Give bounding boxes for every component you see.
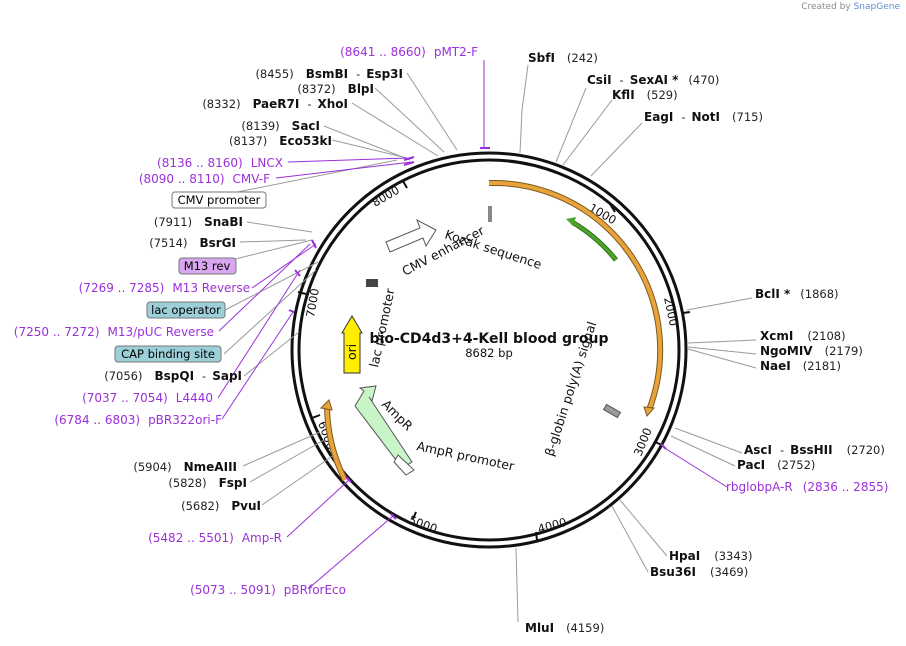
primer-amp-r: (5482 .. 5501)Amp-R — [148, 531, 282, 545]
primer-l4440: (7037 .. 7054)L4440 — [82, 391, 213, 405]
enzyme-csii-sexai: CsiI-SexAI *(470) — [587, 73, 719, 87]
cmv-promoter-label: CMV promoter — [178, 193, 261, 207]
enzyme-connectors — [207, 64, 757, 623]
enzyme-asci-bsshii: AscI-BssHII(2720) — [744, 443, 885, 457]
cmv-enhancer-arrow — [385, 218, 437, 253]
enzyme-bsu36i: Bsu36I(3469) — [650, 565, 748, 579]
enzyme-fspi: (5828)FspI — [168, 476, 247, 490]
tick-2000: 2000 — [661, 296, 681, 328]
credit-prefix: Created by — [801, 2, 851, 12]
enzyme-saci: (8139)SacI — [241, 119, 320, 133]
enzyme-bspqi-sapi: (7056)BspQI-SapI — [104, 369, 242, 383]
green-feature — [571, 220, 618, 261]
tick-3000: 3000 — [631, 426, 655, 458]
primer-lncx: (8136 .. 8160)LNCX — [157, 156, 283, 170]
primer-connectors — [217, 60, 728, 590]
primer-m13-puc-reverse: (7250 .. 7272)M13/pUC Reverse — [14, 325, 214, 339]
primer-pbrforeco: (5073 .. 5091)pBRforEco — [190, 583, 346, 597]
cmv-promoter-box — [171, 191, 267, 209]
enzyme-sbfi: SbfI(242) — [528, 51, 598, 65]
enzyme-snabi: (7911)SnaBI — [154, 215, 243, 229]
lac-promoter-label: lac promoter — [366, 286, 397, 368]
primer-pmt2-f: (8641 .. 8660)pMT2-F — [340, 45, 478, 59]
plasmid-name: bio-CD4d3+4-Kell blood group — [370, 331, 609, 347]
primer-rbglobpa-r: rbglobpA-R(2836 .. 2855) — [726, 480, 888, 494]
orf-arrowhead — [643, 406, 656, 417]
ori-label: ori — [344, 344, 359, 360]
m13-rev-label: M13 rev — [184, 259, 231, 273]
cap-binding-site-box — [114, 345, 222, 363]
snapgene-logo: SnapGene — [853, 2, 900, 12]
primer-pbr322ori-f: (6784 .. 6803)pBR322ori-F — [54, 413, 222, 427]
tick-8000: 8000 — [370, 183, 402, 210]
green-arrowhead — [566, 217, 576, 226]
plasmid-length: 8682 bp — [465, 346, 513, 360]
enzyme-pvui: (5682)PvuI — [181, 499, 261, 513]
enzyme-bsrgi: (7514)BsrGI — [149, 236, 236, 250]
backbone-outer — [290, 151, 688, 549]
lac-operator-box — [146, 301, 226, 319]
enzyme-naei: NaeI(2181) — [760, 359, 841, 373]
enzyme-paer7i-xhoi: (8332)PaeR7I-XhoI — [202, 97, 348, 111]
enzyme-nmeaiii: (5904)NmeAIII — [133, 460, 237, 474]
ampr-promoter-box — [393, 454, 415, 476]
kozak-mark — [488, 206, 492, 222]
orf-arc2 — [325, 404, 347, 481]
enzyme-mlui: MluI(4159) — [525, 621, 604, 635]
cap-binding-site-label: CAP binding site — [121, 347, 215, 361]
m13-rev-box — [178, 257, 237, 275]
tick-7000: 7000 — [303, 287, 322, 318]
snapgene-credit: Created by SnapGene — [801, 2, 900, 12]
primer-marks — [288, 147, 667, 520]
enzyme-kfli: KflI(529) — [612, 88, 678, 102]
enzyme-hpai: HpaI(3343) — [669, 549, 752, 563]
lac-operator-mark — [366, 279, 378, 287]
enzyme-blpi: (8372)BlpI — [297, 82, 374, 96]
backbone-inner — [297, 158, 681, 542]
lac-operator-label: lac operator — [151, 303, 221, 317]
primer-cmv-f: (8090 .. 8110)CMV-F — [139, 172, 270, 186]
primer-m13-reverse: (7269 .. 7285)M13 Reverse — [79, 281, 250, 295]
enzyme-bcli: BclI *(1868) — [755, 287, 839, 301]
enzyme-ngomiv: NgoMIV(2179) — [760, 344, 863, 358]
enzyme-paci: PacI(2752) — [737, 458, 815, 472]
ori-arrow — [341, 315, 363, 374]
polya-mark — [602, 403, 622, 419]
enzyme-bsmbi-esp3i: (8455)BsmBI-Esp3I — [255, 67, 403, 81]
enzyme-eco53ki: (8137)Eco53kI — [229, 134, 332, 148]
enzyme-xcmi: XcmI(2108) — [760, 329, 846, 343]
orf-arc-main — [488, 180, 663, 411]
ampr-promoter-label: AmpR promoter — [415, 438, 516, 474]
orf-arc2-arrowhead — [319, 399, 333, 411]
enzyme-eagi-noti: EagI-NotI(715) — [644, 110, 763, 124]
